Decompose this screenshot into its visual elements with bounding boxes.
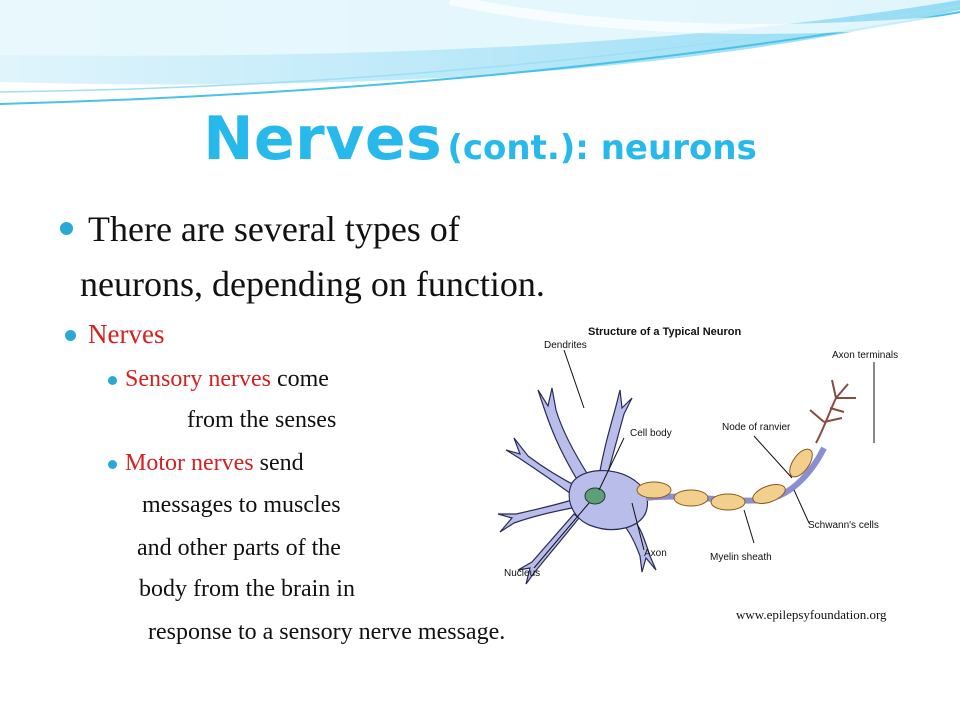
label-dendrites: Dendrites xyxy=(544,340,587,351)
myelin-sheath-shape xyxy=(636,448,813,511)
label-pointers xyxy=(533,349,875,569)
bullet-text: and other parts of the xyxy=(137,535,341,561)
bullet-text: neurons, depending on function. xyxy=(80,264,545,304)
label-myelin-sheath: Myelin sheath xyxy=(710,552,772,563)
bullet-dot xyxy=(108,460,117,469)
bullet-text: from the senses xyxy=(187,407,337,433)
label-schwanns-cells: Schwann's cells xyxy=(808,520,879,531)
label-axon-terminals: Axon terminals xyxy=(832,350,898,361)
title-main: Nerves xyxy=(203,104,443,174)
bullet-text: Motor nerves send xyxy=(125,450,304,477)
bullet-text: response to a sensory nerve message. xyxy=(148,619,506,645)
bullet-dot xyxy=(65,330,76,341)
nucleus-shape xyxy=(584,487,606,505)
slide-title: Nerves (cont.): neurons xyxy=(0,104,960,174)
label-node-of-ranvier: Node of ranvier xyxy=(722,422,791,433)
motor-nerves-term: Motor nerves xyxy=(125,450,254,476)
sensory-nerves-term: Sensory nerves xyxy=(125,366,271,392)
diagram-title: Structure of a Typical Neuron xyxy=(588,326,741,338)
title-sub: (cont.): neurons xyxy=(447,128,757,168)
bullet-text: Sensory nerves come xyxy=(125,366,329,393)
bullet-text: messages to muscles xyxy=(142,492,341,518)
label-cell-body: Cell body xyxy=(630,428,672,439)
bullet-text-rest: send xyxy=(253,450,304,476)
bullet-text: body from the brain in xyxy=(139,576,355,602)
bullet-text-nerves: Nerves xyxy=(88,319,165,349)
label-nucleus: Nucleus xyxy=(504,568,540,579)
bullet-text-rest: come xyxy=(270,366,329,392)
bullet-dot xyxy=(60,222,73,235)
bullet-dot xyxy=(108,376,117,385)
neuron-diagram: Structure of a Typical Neuron Dendrites xyxy=(464,318,936,608)
header-waves xyxy=(0,0,960,105)
cell-body-shape xyxy=(568,469,649,531)
image-credit: www.epilepsyfoundation.org xyxy=(736,607,887,622)
label-axon: Axon xyxy=(644,548,667,559)
axon-terminals-shape xyxy=(809,379,856,444)
bullet-text: There are several types of xyxy=(88,209,460,249)
